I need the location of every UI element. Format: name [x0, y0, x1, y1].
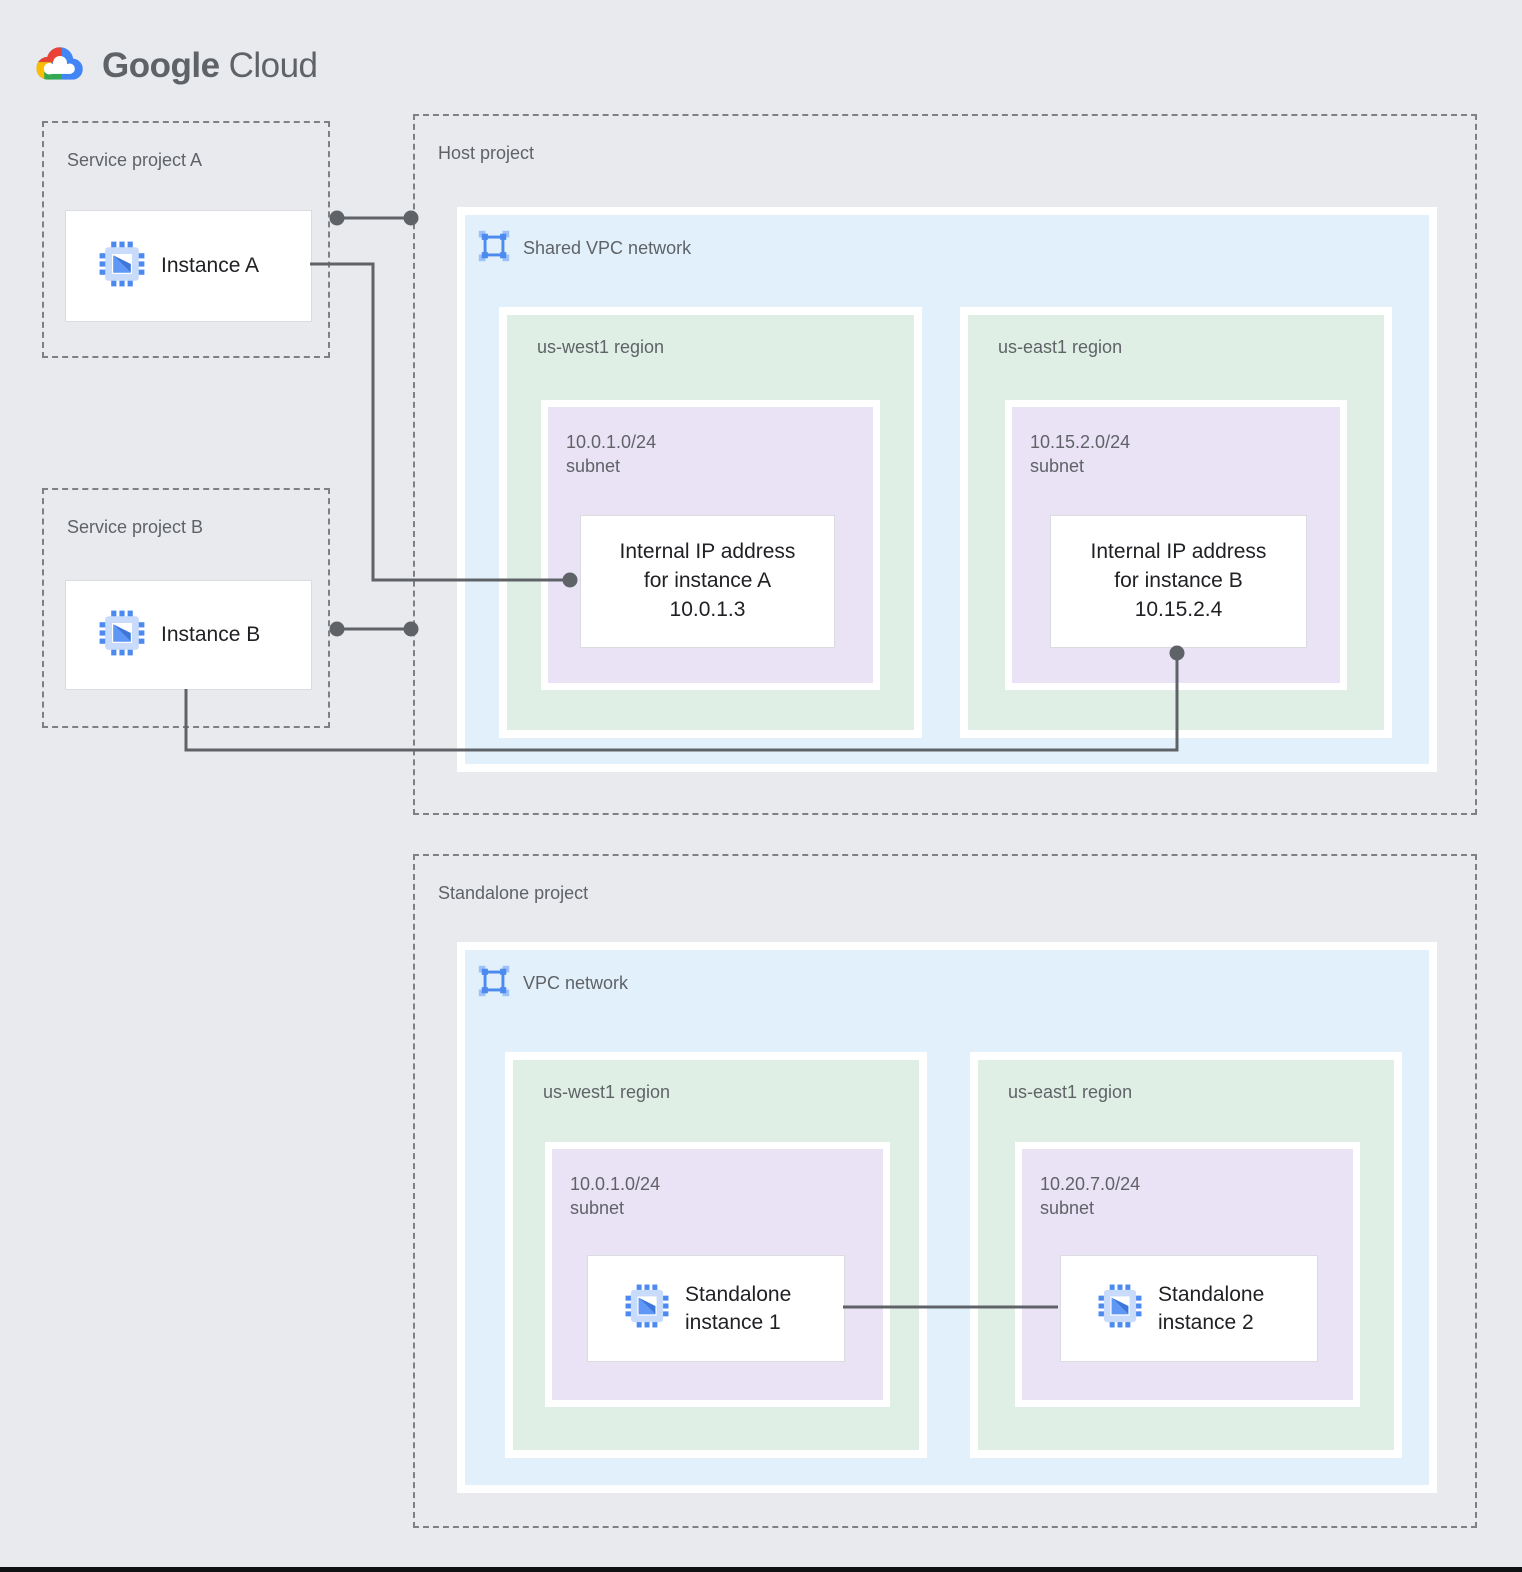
- subnet-cidr: 10.0.1.0/24: [570, 1174, 661, 1194]
- subnet-word: subnet: [1040, 1198, 1095, 1219]
- internal-ip-b-card: Internal IP address for instance B 10.15…: [1050, 515, 1307, 648]
- ip-a-line1: Internal IP address: [619, 540, 796, 564]
- standalone-subnet-west-box: 10.0.1.0/24 subnet: [545, 1142, 890, 1407]
- standalone-subnet-east-label: 10.20.7.0/24 subnet: [1040, 1172, 1353, 1221]
- host-region-us-west1-label: us-west1 region: [537, 337, 665, 357]
- standalone-subnet-east-box: 10.20.7.0/24 subnet: [1015, 1142, 1360, 1407]
- standalone-subnet-west-label: 10.0.1.0/24 subnet: [570, 1172, 883, 1221]
- compute-instance-icon: [98, 240, 146, 293]
- vpc-network-icon: [478, 230, 510, 267]
- host-region-us-east1-box: us-east1 region 10.15.2.0/24 subnet Inte…: [960, 307, 1392, 738]
- ip-b-line2: for instance B: [1114, 569, 1243, 593]
- standalone-instance-2-label: Standalone instance 2: [1158, 1283, 1265, 1334]
- vpc-network-label: VPC network: [523, 973, 629, 993]
- internal-ip-a-card: Internal IP address for instance A 10.0.…: [580, 515, 835, 648]
- host-project-label: Host project: [438, 143, 535, 163]
- ip-a-line3: 10.0.1.3: [669, 597, 746, 621]
- compute-instance-icon: [98, 609, 146, 662]
- shared-vpc-network-box: Shared VPC network us-west1 region 10.0.…: [457, 207, 1437, 772]
- standalone-region-us-east1-box: us-east1 region 10.20.7.0/24 subnet: [970, 1052, 1402, 1458]
- instance-b-card: Instance B: [65, 580, 312, 690]
- compute-instance-icon: [624, 1283, 670, 1334]
- shared-vpc-network-header: Shared VPC network: [478, 230, 1429, 267]
- host-subnet-west-label: 10.0.1.0/24 subnet: [566, 430, 873, 479]
- ip-a-line2: for instance A: [643, 569, 772, 593]
- shared-vpc-network-label: Shared VPC network: [523, 238, 692, 258]
- instance-a-label: Instance A: [161, 254, 260, 277]
- standalone-project-box: Standalone project: [413, 854, 1477, 1528]
- logo-brand-text: Google: [102, 45, 220, 85]
- connector-instance-a-host: [329, 210, 419, 226]
- host-subnet-east-label: 10.15.2.0/24 subnet: [1030, 430, 1340, 479]
- standalone-instance-2-card: Standalone instance 2: [1060, 1255, 1318, 1362]
- instance-a-card: Instance A: [65, 210, 312, 322]
- standalone-region-us-east1-label: us-east1 region: [1008, 1082, 1133, 1102]
- service-project-a-box: Service project A Instance A: [42, 121, 330, 358]
- instance-b-label: Instance B: [161, 623, 261, 646]
- subnet-word: subnet: [1030, 456, 1085, 477]
- connector-dot: [329, 621, 345, 637]
- subnet-word: subnet: [570, 1198, 625, 1219]
- host-project-box: Host project: [413, 114, 1477, 815]
- subnet-word: subnet: [566, 456, 621, 477]
- host-subnet-west-box: 10.0.1.0/24 subnet Internal IP address f…: [541, 400, 880, 690]
- standalone-project-label: Standalone project: [438, 883, 589, 903]
- host-region-us-east1-label: us-east1 region: [998, 337, 1123, 357]
- google-cloud-logo-icon: [32, 40, 88, 91]
- compute-instance-icon: [1097, 1283, 1143, 1334]
- vpc-network-icon: [478, 965, 510, 1002]
- vpc-network-box: VPC network us-west1 region 10.0.1.0/24 …: [457, 942, 1437, 1493]
- service-project-b-box: Service project B Instance B: [42, 488, 330, 728]
- ip-b-line3: 10.15.2.4: [1134, 597, 1223, 621]
- logo-product-text: Cloud: [228, 45, 318, 85]
- subnet-cidr: 10.20.7.0/24: [1040, 1174, 1141, 1194]
- service-project-b-label: Service project B: [67, 517, 204, 537]
- connector-dot: [329, 210, 345, 226]
- bottom-edge-bar: [0, 1567, 1522, 1572]
- connector-instance-b-host: [329, 621, 419, 637]
- standalone-region-us-west1-box: us-west1 region 10.0.1.0/24 subnet: [505, 1052, 927, 1458]
- ip-b-line1: Internal IP address: [1090, 540, 1267, 564]
- standalone-instance-1-card: Standalone instance 1: [587, 1255, 845, 1362]
- standalone-region-us-west1-label: us-west1 region: [543, 1082, 671, 1102]
- host-subnet-east-box: 10.15.2.0/24 subnet Internal IP address …: [1005, 400, 1347, 690]
- standalone-instance-1-label: Standalone instance 1: [685, 1283, 792, 1334]
- subnet-cidr: 10.0.1.0/24: [566, 432, 657, 452]
- subnet-cidr: 10.15.2.0/24: [1030, 432, 1131, 452]
- host-region-us-west1-box: us-west1 region 10.0.1.0/24 subnet Inter…: [499, 307, 922, 738]
- service-project-a-label: Service project A: [67, 150, 203, 170]
- vpc-network-header: VPC network: [478, 965, 1429, 1002]
